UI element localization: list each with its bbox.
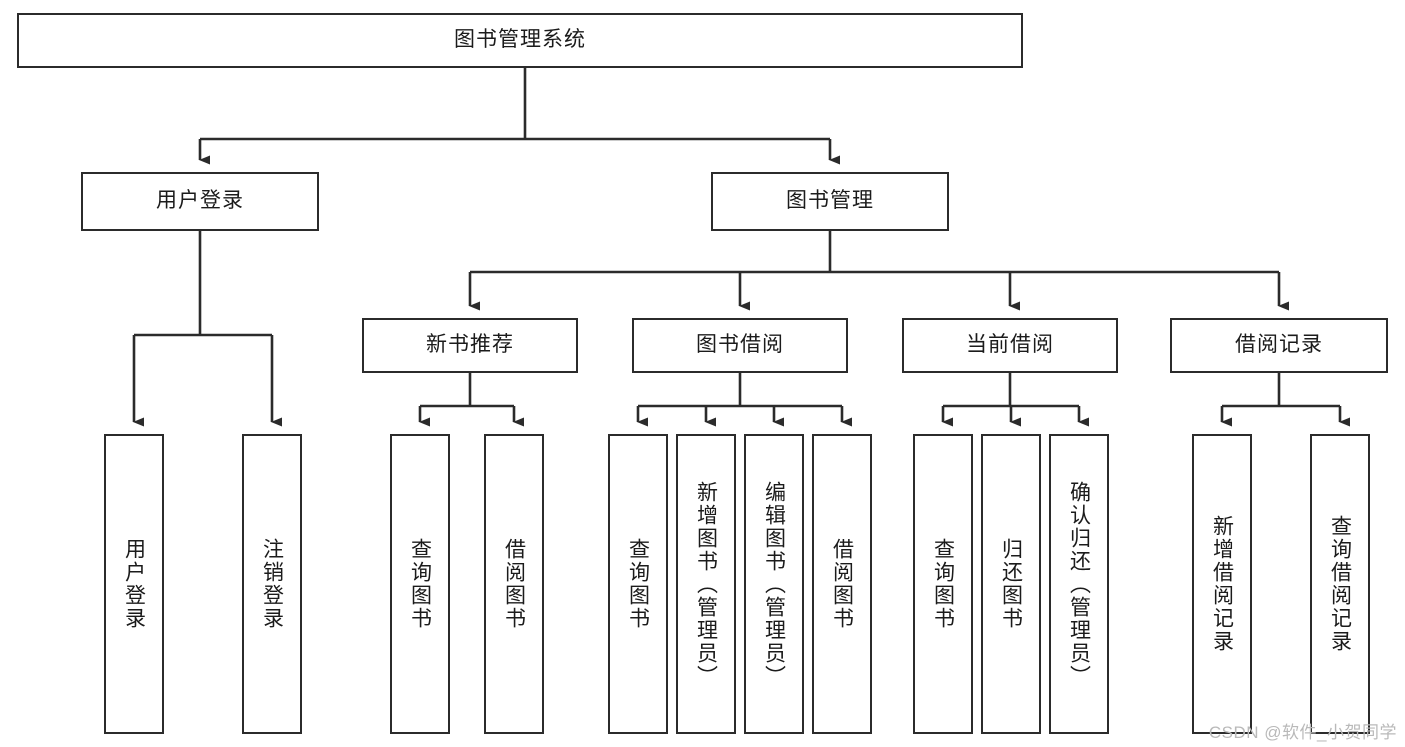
leaf-user-login-label: 用户登录 <box>122 538 146 630</box>
leaf-query-book-current-label: 查询图书 <box>931 538 955 630</box>
leaf-return-book-label: 归还图书 <box>999 538 1023 630</box>
leaf-query-book-recommend[interactable]: 查询图书 <box>390 434 450 734</box>
node-book-borrow-label: 图书借阅 <box>696 333 784 357</box>
leaf-query-borrow-record-label: 查询借阅记录 <box>1328 515 1352 653</box>
leaf-edit-book[interactable]: 编辑图书（管理员） <box>744 434 804 734</box>
leaf-edit-book-label: 编辑图书（管理员） <box>762 480 786 688</box>
leaf-confirm-return-label: 确认归还（管理员） <box>1067 480 1091 688</box>
leaf-logout-label: 注销登录 <box>260 538 284 630</box>
leaf-query-book-recommend-label: 查询图书 <box>408 538 432 630</box>
node-current-borrow[interactable]: 当前借阅 <box>902 318 1118 373</box>
node-book-management-label: 图书管理 <box>786 189 874 213</box>
node-book-borrow[interactable]: 图书借阅 <box>632 318 848 373</box>
node-current-borrow-label: 当前借阅 <box>966 333 1054 357</box>
leaf-borrow-book[interactable]: 借阅图书 <box>812 434 872 734</box>
leaf-return-book[interactable]: 归还图书 <box>981 434 1041 734</box>
leaf-query-book-current[interactable]: 查询图书 <box>913 434 973 734</box>
node-new-book-recommend[interactable]: 新书推荐 <box>362 318 578 373</box>
leaf-query-book-borrow-label: 查询图书 <box>626 538 650 630</box>
leaf-borrow-book-recommend[interactable]: 借阅图书 <box>484 434 544 734</box>
node-borrow-record-label: 借阅记录 <box>1235 333 1323 357</box>
leaf-add-book-label: 新增图书（管理员） <box>694 480 718 688</box>
leaf-logout[interactable]: 注销登录 <box>242 434 302 734</box>
node-user-login[interactable]: 用户登录 <box>81 172 319 231</box>
node-root-label: 图书管理系统 <box>454 28 586 52</box>
leaf-borrow-book-recommend-label: 借阅图书 <box>502 538 526 630</box>
node-new-book-recommend-label: 新书推荐 <box>426 333 514 357</box>
leaf-borrow-book-label: 借阅图书 <box>830 538 854 630</box>
leaf-query-book-borrow[interactable]: 查询图书 <box>608 434 668 734</box>
leaf-add-book[interactable]: 新增图书（管理员） <box>676 434 736 734</box>
leaf-user-login[interactable]: 用户登录 <box>104 434 164 734</box>
node-book-management[interactable]: 图书管理 <box>711 172 949 231</box>
leaf-add-borrow-record[interactable]: 新增借阅记录 <box>1192 434 1252 734</box>
node-borrow-record[interactable]: 借阅记录 <box>1170 318 1388 373</box>
node-user-login-label: 用户登录 <box>156 189 244 213</box>
leaf-confirm-return[interactable]: 确认归还（管理员） <box>1049 434 1109 734</box>
leaf-add-borrow-record-label: 新增借阅记录 <box>1210 515 1234 653</box>
leaf-query-borrow-record[interactable]: 查询借阅记录 <box>1310 434 1370 734</box>
node-root[interactable]: 图书管理系统 <box>17 13 1023 68</box>
